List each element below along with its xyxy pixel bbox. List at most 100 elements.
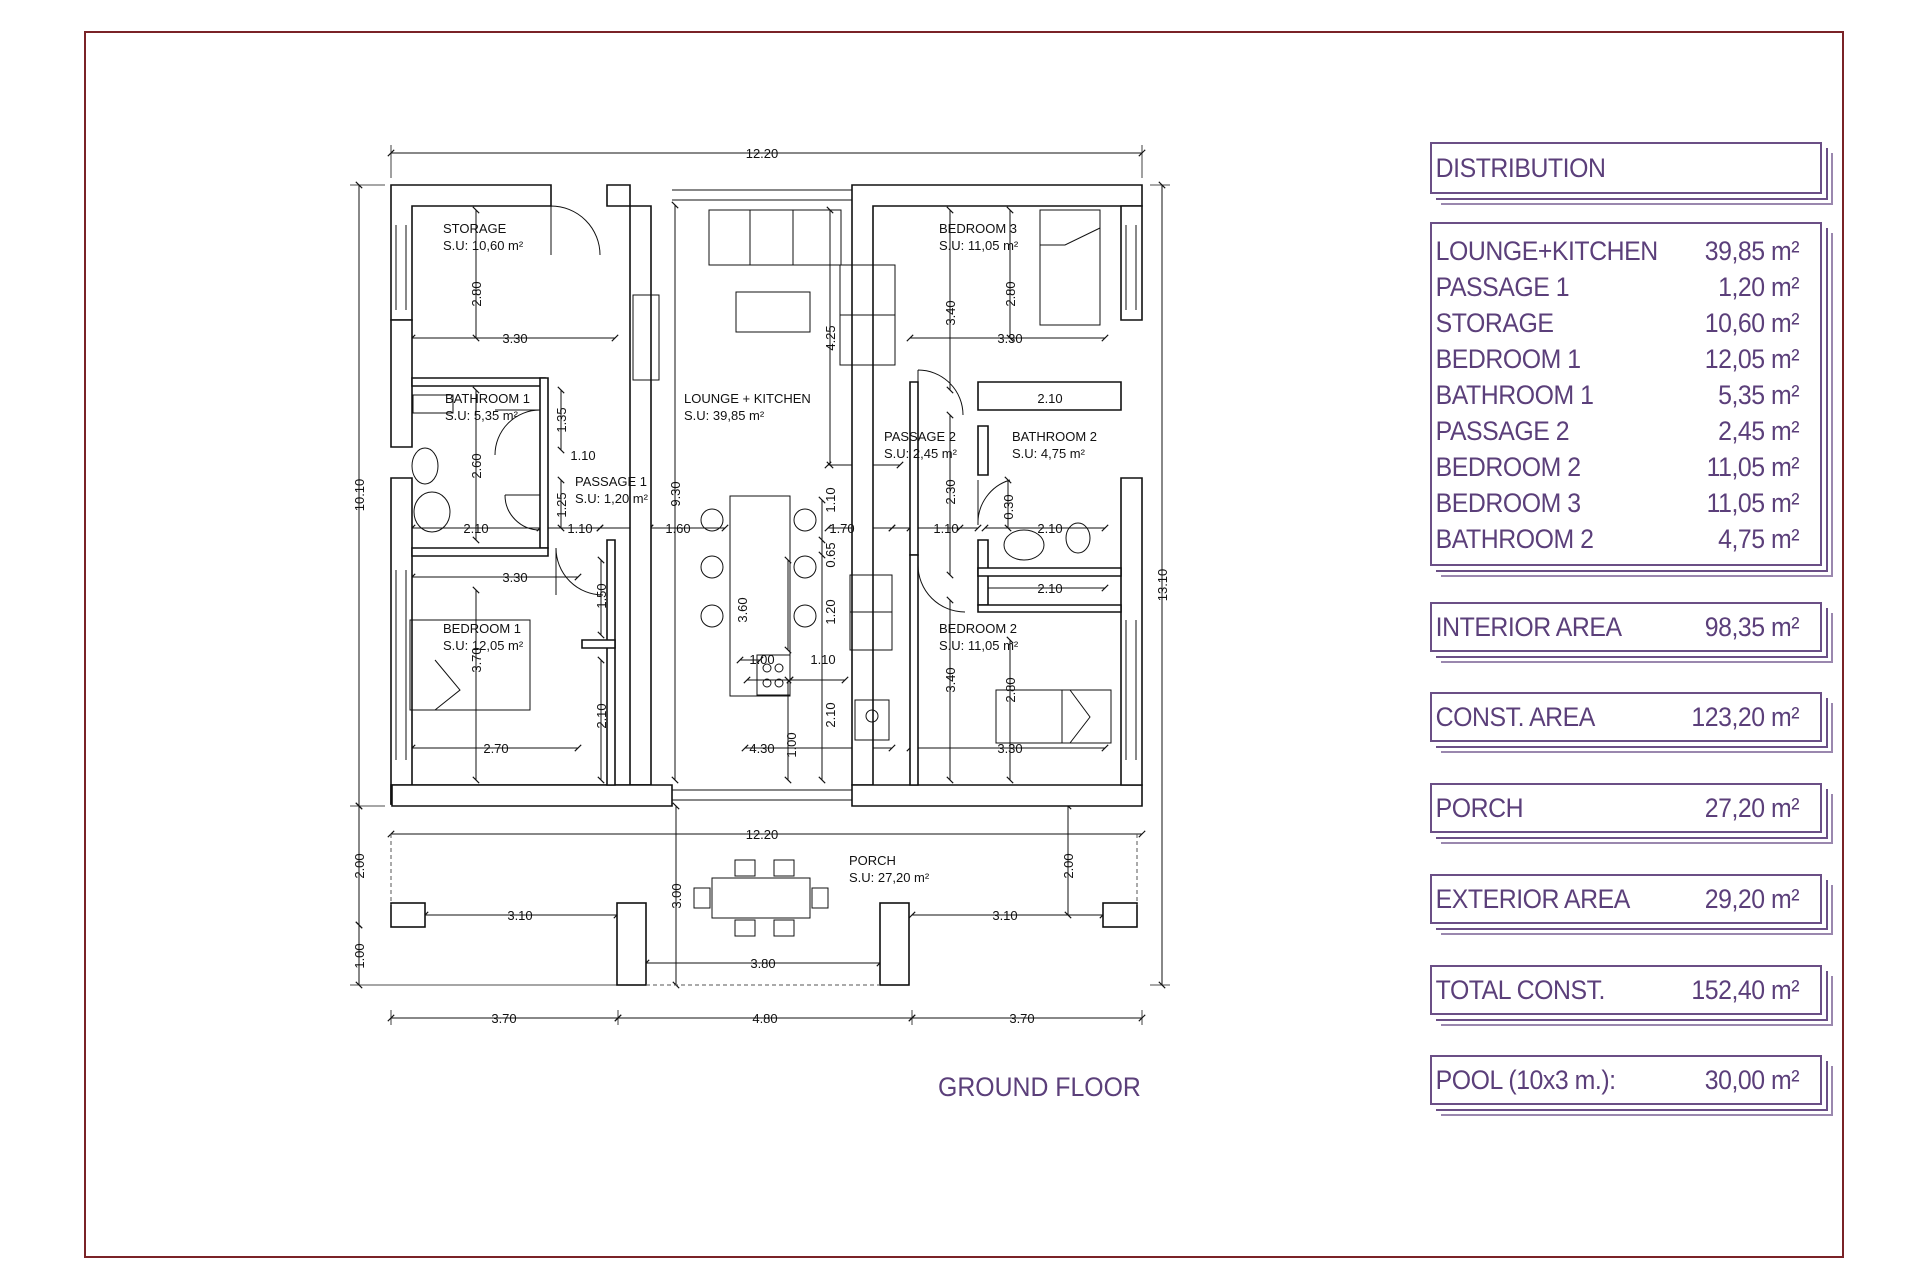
dim-porch-span-right: 3.10 bbox=[992, 908, 1017, 923]
room-bathroom2-name: BATHROOM 2 bbox=[1012, 429, 1097, 444]
sheet-frame bbox=[84, 31, 1844, 1258]
exterior-area-label: EXTERIOR AREA bbox=[1435, 884, 1631, 914]
dimension-labels: 12.20 12.20 3.10 3.10 3.80 3.70 4.80 3.7… bbox=[463, 146, 1062, 1026]
distribution-label: BEDROOM 3 bbox=[1435, 488, 1581, 518]
room-passage1-name: PASSAGE 1 bbox=[575, 474, 647, 489]
dim-lounge-1-10b: 1.10 bbox=[810, 652, 835, 667]
dim-lounge-2-10: 2.10 bbox=[823, 702, 838, 727]
room-bathroom1-area: S.U: 5,35 m² bbox=[445, 408, 519, 423]
room-bedroom3-name: BEDROOM 3 bbox=[939, 221, 1017, 236]
dim-porch-center: 3.80 bbox=[750, 956, 775, 971]
distribution-value: 5,35 m² bbox=[1718, 380, 1800, 410]
dim-right-height: 13.10 bbox=[1155, 569, 1170, 602]
distribution-label: LOUNGE+KITCHEN bbox=[1435, 236, 1658, 266]
room-passage2-name: PASSAGE 2 bbox=[884, 429, 956, 444]
doors bbox=[494, 205, 1011, 613]
furniture bbox=[409, 209, 1112, 937]
room-labels: STORAGE S.U: 10,60 m² BEDROOM 3 S.U: 11,… bbox=[443, 221, 1097, 885]
distribution-label: BATHROOM 1 bbox=[1435, 380, 1594, 410]
dim-lounge-1-10a: 1.10 bbox=[823, 487, 838, 512]
dim-closet3-w: 2.10 bbox=[1037, 391, 1062, 406]
total-const-box: TOTAL CONST. 152,40 m² bbox=[1430, 965, 1822, 1015]
dim-bed1-closet-h2: 2.10 bbox=[594, 703, 609, 728]
dim-p1-w2: 1.10 bbox=[567, 521, 592, 536]
distribution-value: 39,85 m² bbox=[1704, 236, 1800, 266]
distribution-value: 12,05 m² bbox=[1704, 344, 1800, 374]
distribution-title-box: DISTRIBUTION bbox=[1430, 142, 1822, 194]
windows bbox=[395, 189, 1137, 801]
distribution-row: LOUNGE+KITCHEN 39,85 m² bbox=[1432, 233, 1818, 269]
dim-lounge-bottom: 4.30 bbox=[749, 741, 774, 756]
dim-lounge-h: 9.30 bbox=[668, 481, 683, 506]
exterior-area-box: EXTERIOR AREA 29,20 m² bbox=[1430, 874, 1822, 924]
dim-bed1-top: 3.30 bbox=[502, 570, 527, 585]
total-const-label: TOTAL CONST. bbox=[1435, 975, 1606, 1005]
room-bedroom2-area: S.U: 11,05 m² bbox=[939, 638, 1019, 653]
dim-p1-h: 1.25 bbox=[554, 492, 569, 517]
room-bedroom3-area: S.U: 11,05 m² bbox=[939, 238, 1019, 253]
porch-area-value: 27,20 m² bbox=[1704, 793, 1800, 823]
dim-bed3-h: 3.40 bbox=[943, 300, 958, 325]
dim-porch-total: 3.00 bbox=[669, 883, 684, 908]
dim-bath2-w: 2.10 bbox=[1037, 521, 1062, 536]
dim-bed1-closet-h: 1.50 bbox=[594, 583, 609, 608]
room-bathroom1-name: BATHROOM 1 bbox=[445, 391, 530, 406]
distribution-title: DISTRIBUTION bbox=[1435, 153, 1606, 183]
pool-value: 30,00 m² bbox=[1704, 1065, 1800, 1095]
dim-lounge-1-20: 1.20 bbox=[823, 599, 838, 624]
dim-porch-depth-right: 2.00 bbox=[1061, 853, 1076, 878]
total-const-value: 152,40 m² bbox=[1691, 975, 1800, 1005]
room-passage2-area: S.U: 2,45 m² bbox=[884, 446, 958, 461]
const-area-label: CONST. AREA bbox=[1435, 702, 1596, 732]
dim-storage-w: 3.30 bbox=[502, 331, 527, 346]
dim-closet2-w: 2.10 bbox=[1037, 581, 1062, 596]
distribution-value: 11,05 m² bbox=[1706, 488, 1800, 518]
exterior-area-value: 29,20 m² bbox=[1704, 884, 1800, 914]
extension-lines bbox=[350, 145, 1170, 1025]
dim-lounge-1-70: 1.70 bbox=[829, 521, 854, 536]
dim-bed1-w: 2.70 bbox=[483, 741, 508, 756]
dim-bath2-h: 0.30 bbox=[1001, 494, 1016, 519]
distribution-value: 11,05 m² bbox=[1706, 452, 1800, 482]
room-porch-name: PORCH bbox=[849, 853, 896, 868]
dim-lounge-island-w: 1.00 bbox=[749, 652, 774, 667]
dim-porch-depth-left: 2.00 bbox=[352, 853, 367, 878]
interior-area-value: 98,35 m² bbox=[1704, 612, 1800, 642]
dim-lounge-island-h: 3.60 bbox=[735, 597, 750, 622]
room-bedroom1-area: S.U: 12,05 m² bbox=[443, 638, 524, 653]
room-bathroom2-area: S.U: 4,75 m² bbox=[1012, 446, 1086, 461]
dimension-lines bbox=[355, 149, 1166, 1022]
pool-box: POOL (10x3 m.):30,00 m² bbox=[1430, 1055, 1822, 1105]
room-bedroom1-name: BEDROOM 1 bbox=[443, 621, 521, 636]
porch-edges bbox=[390, 834, 1138, 986]
distribution-row: PASSAGE 1 1,20 m² bbox=[1432, 269, 1818, 305]
dim-p2-w: 1.10 bbox=[933, 521, 958, 536]
distribution-value: 1,20 m² bbox=[1718, 272, 1800, 302]
dim-lounge-w1: 1.60 bbox=[665, 521, 690, 536]
room-lounge-area: S.U: 39,85 m² bbox=[684, 408, 765, 423]
room-passage1-area: S.U: 1,20 m² bbox=[575, 491, 649, 506]
dim-porch-span-left: 3.10 bbox=[507, 908, 532, 923]
distribution-row: BATHROOM 1 5,35 m² bbox=[1432, 377, 1818, 413]
room-storage-area: S.U: 10,60 m² bbox=[443, 238, 524, 253]
distribution-label: PASSAGE 1 bbox=[1435, 272, 1570, 302]
dim-bed2-h: 3.40 bbox=[943, 667, 958, 692]
dim-bath1-w: 2.10 bbox=[463, 521, 488, 536]
dim-top-width: 12.20 bbox=[746, 146, 779, 161]
distribution-row: BEDROOM 3 11,05 m² bbox=[1432, 485, 1818, 521]
distribution-label: STORAGE bbox=[1435, 308, 1554, 338]
distribution-label: BEDROOM 2 bbox=[1435, 452, 1581, 482]
dim-porch-width: 12.20 bbox=[746, 827, 779, 842]
plan-title: GROUND FLOOR bbox=[938, 1072, 1141, 1102]
dim-bath1-h: 2.60 bbox=[469, 453, 484, 478]
dim-porch-column: 1.00 bbox=[352, 943, 367, 968]
distribution-label: BATHROOM 2 bbox=[1435, 524, 1594, 554]
dim-bed3-w: 3.30 bbox=[997, 331, 1022, 346]
